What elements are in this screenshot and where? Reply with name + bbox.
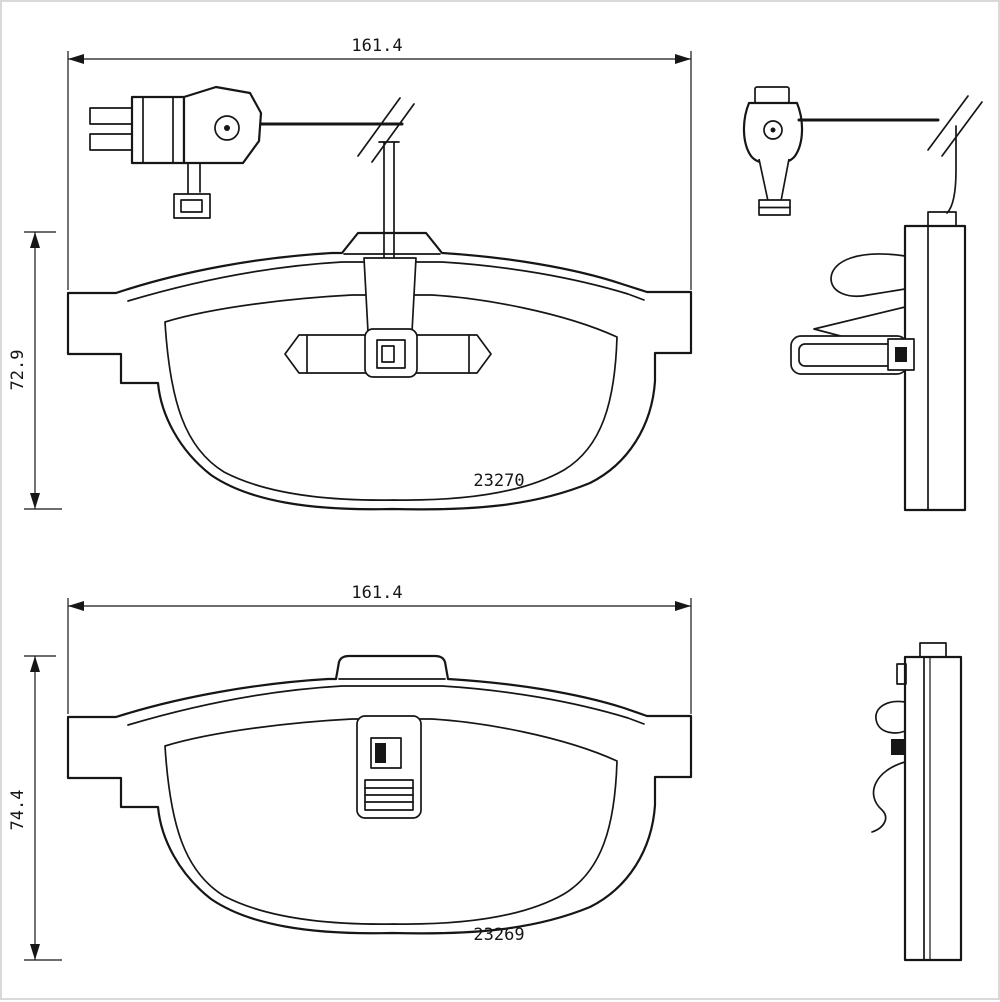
friction-material-outline-top: [164, 294, 618, 501]
backplate-outline-bottom: [66, 654, 693, 935]
bottom-pad-front-view: 23269: [66, 654, 693, 945]
pad-side-tab-top: [927, 211, 957, 227]
sensor-pin-upper: [89, 107, 133, 125]
cable-break-symbol-side: [927, 95, 983, 157]
part-number-bottom: 23269: [473, 925, 524, 945]
sensor-cable-drop: [378, 141, 400, 260]
part-number-top: 23270: [473, 471, 524, 491]
sensor-housing: [182, 85, 263, 165]
wear-sensor-front: [89, 85, 415, 260]
center-square-hole-bottom: [370, 737, 402, 769]
pad-side-tab-bottom: [919, 642, 947, 658]
center-square-hole: [376, 339, 406, 369]
cable-to-pad: [946, 125, 957, 214]
sensor-plug-body: [130, 95, 186, 165]
dimension-width-top: 161.4: [67, 36, 692, 290]
sensor-mount-foot: [173, 193, 211, 219]
height-dim-top-label: 72.9: [8, 350, 28, 391]
sensor-side-taper: [758, 158, 790, 202]
clip-spring-bottom: [871, 761, 906, 833]
sensor-eyelet: [214, 115, 240, 141]
bottom-pad-side-view: [871, 642, 963, 962]
width-dim-top-label: 161.4: [351, 36, 402, 56]
dimension-width-bottom: 161.4: [67, 583, 692, 714]
sensor-side-body: [742, 101, 804, 166]
dimension-height-bottom: 74.4: [8, 655, 62, 961]
height-dim-bottom-label: 74.4: [8, 790, 28, 831]
cable-break-symbol: [357, 97, 415, 163]
friction-material-outline-bottom: [164, 718, 618, 925]
backplate-notch-bottom: [896, 663, 907, 685]
center-clip-bottom: [356, 715, 422, 819]
retainer-spring-upper: [830, 253, 906, 297]
sensor-seat-funnel: [363, 257, 417, 333]
dimension-height-top: 72.9: [8, 231, 62, 510]
pad-side-profile-bottom: [903, 655, 963, 962]
top-pad-front-view: 23270: [66, 231, 693, 511]
width-dim-bottom-label: 161.4: [351, 583, 402, 603]
sensor-side-cap: [754, 86, 790, 104]
backplate-outline-top: [66, 231, 693, 511]
sensor-pin-lower: [89, 133, 133, 151]
clip-hook-bottom: [875, 700, 906, 734]
center-block: [364, 328, 418, 378]
backplate-inner-edge-bottom: [127, 685, 645, 726]
top-pad-side-view: [742, 86, 983, 512]
clip-block-bottom: [891, 739, 905, 755]
